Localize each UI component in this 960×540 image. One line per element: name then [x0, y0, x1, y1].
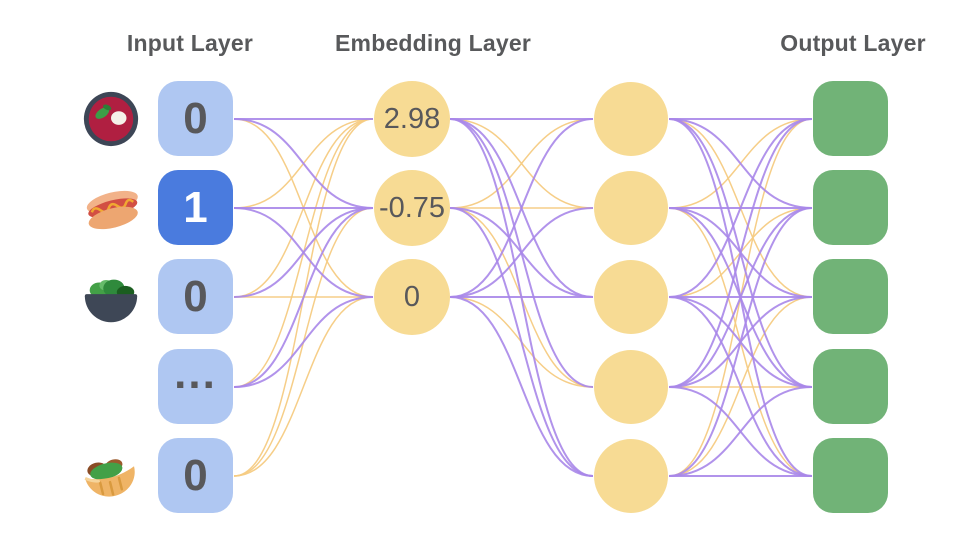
embedding-node-2: -0.75 — [374, 170, 450, 246]
input-node-value: 0 — [183, 450, 208, 500]
input-node-hotdog-active: 1 — [158, 170, 233, 245]
input-node-salad: 0 — [158, 259, 233, 334]
hidden-node-5 — [594, 439, 668, 513]
embedding-node-value: -0.75 — [378, 191, 446, 224]
edge-line — [233, 207, 374, 388]
edge-line — [233, 296, 374, 388]
edge-line — [233, 296, 374, 477]
input-layer-title: Input Layer — [126, 30, 254, 56]
edge-line — [233, 207, 374, 298]
edge-line — [449, 207, 594, 298]
input-node-flatbread: 0 — [158, 438, 233, 513]
edge-line — [449, 207, 594, 477]
output-layer-title: Output Layer — [780, 30, 926, 56]
output-node-2 — [813, 170, 888, 245]
stuffed-flatbread-emoji — [80, 445, 142, 507]
edge-line — [668, 118, 813, 388]
green-salad-emoji — [80, 266, 142, 328]
embedding-node-1: 2.98 — [374, 81, 450, 157]
edge-line — [668, 118, 813, 298]
output-node-3 — [813, 259, 888, 334]
edge-line — [449, 296, 594, 477]
edge-line — [668, 296, 813, 477]
input-node-ellipsis: ... — [158, 349, 233, 424]
embedding-node-value: 2.98 — [383, 102, 441, 135]
hidden-node-2 — [594, 171, 668, 245]
input-node-borscht: 0 — [158, 81, 233, 156]
borscht-soup-emoji — [80, 88, 142, 150]
hidden-node-1 — [594, 82, 668, 156]
input-node-value: 0 — [183, 271, 208, 321]
output-node-5 — [813, 438, 888, 513]
edge-line — [449, 118, 594, 298]
edge-line — [233, 118, 374, 209]
edge-line — [449, 118, 594, 209]
edge-line — [668, 386, 813, 477]
input-node-value: 1 — [183, 182, 208, 232]
output-node-4 — [813, 349, 888, 424]
hidden-node-3 — [594, 260, 668, 334]
output-node-1 — [813, 81, 888, 156]
hidden-node-4 — [594, 350, 668, 424]
embedding-layer-title: Embedding Layer — [335, 30, 531, 56]
embedding-node-3: 0 — [374, 259, 450, 335]
input-node-value: ... — [174, 348, 217, 398]
input-node-value: 0 — [183, 93, 208, 143]
embedding-node-value: 0 — [403, 280, 421, 313]
edge-line — [668, 207, 813, 388]
edge-line — [668, 207, 813, 477]
edge-line — [668, 118, 813, 209]
hot-dog-emoji — [80, 178, 146, 240]
